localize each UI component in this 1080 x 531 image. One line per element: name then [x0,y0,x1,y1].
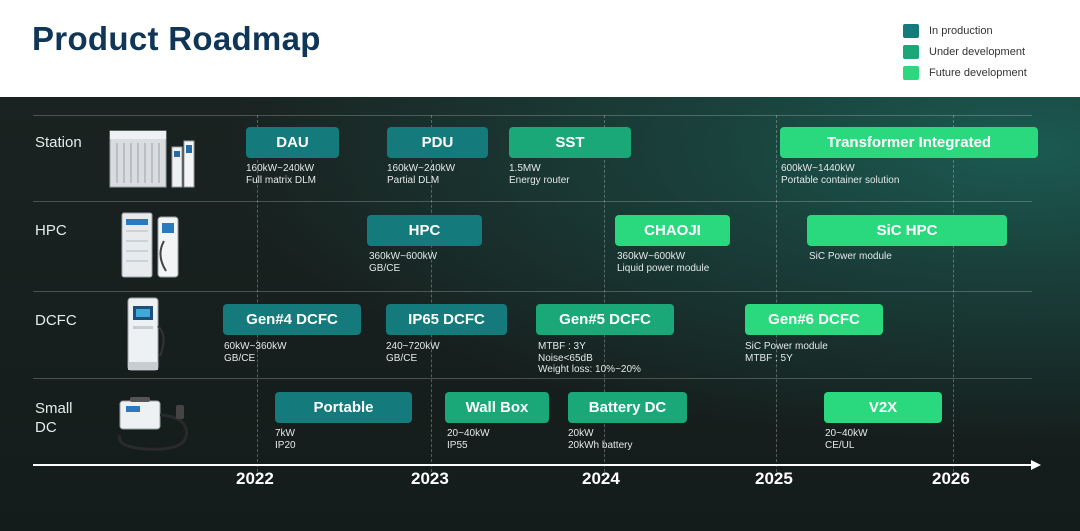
desc-line: 7kW [275,428,295,439]
desc-line: SiC Power module [809,251,892,262]
desc-line: 160kW~240kW [246,163,315,174]
desc-line: 20kWh battery [568,439,633,451]
product-dau: DAU [246,127,339,158]
desc-line: 1.5MW [509,163,541,174]
desc-line: Liquid power module [617,262,710,274]
desc-line: SiC Power module [745,341,828,352]
desc-line: IP55 [447,439,468,451]
row-divider [33,201,1032,202]
station-cabinet-icon [109,130,195,188]
legend: In production Under development Future d… [903,20,1027,83]
desc-line: Weight loss: 10%~20% [538,364,641,375]
product-battery-dc-desc: 20kW 20kWh battery [568,428,632,451]
desc-line: MTBF : 3Y [538,341,586,352]
desc-line: 60kW~360kW [224,341,287,352]
product-sic-hpc-desc: SiC Power module [809,251,892,263]
product-v2x-desc: 20~40kW CE/UL [825,428,868,451]
year-label-2026: 2026 [932,469,970,488]
hpc-charger-icon [121,212,179,278]
year-label-2025: 2025 [755,469,793,488]
desc-line: 360kW~600kW [369,251,438,262]
product-ip65-dcfc: IP65 DCFC [386,304,507,335]
product-hpc-desc: 360kW~600kW GB/CE [369,251,437,274]
product-ip65-desc: 240~720kW GB/CE [386,341,440,364]
product-portable-desc: 7kW IP20 [275,428,296,451]
row-divider [33,291,1032,292]
page-title: Product Roadmap [32,20,321,57]
legend-swatch-development [903,44,919,59]
product-v2x: V2X [824,392,942,423]
row-label-hpc: HPC [35,222,67,239]
year-guide-2022 [257,115,258,477]
product-sst: SST [509,127,631,158]
product-gen4-dcfc: Gen#4 DCFC [223,304,361,335]
row-label-line: Small [35,400,73,417]
row-divider [33,378,1032,379]
product-wall-box-desc: 20~40kW IP55 [447,428,490,451]
row-divider [33,115,1032,116]
product-chaoji-desc: 360kW~600kW Liquid power module [617,251,709,274]
timeline-arrow-icon [1031,460,1041,470]
desc-line: 20kW [568,428,594,439]
desc-line: 20~40kW [447,428,490,439]
product-gen5-desc: MTBF : 3Y Noise<65dB Weight loss: 10%~20… [538,341,641,376]
product-dau-desc: 160kW~240kW Full matrix DLM [246,163,316,186]
row-label-dcfc: DCFC [35,312,77,329]
desc-line: MTBF : 5Y [745,352,793,364]
small-dc-charger-icon [118,397,188,451]
desc-line: 240~720kW [386,341,440,352]
desc-line: Full matrix DLM [246,174,317,186]
year-guide-2025 [776,115,777,477]
desc-line: GB/CE [386,352,418,364]
row-label-station: Station [35,134,82,151]
desc-line: 360kW~600kW [617,251,686,262]
desc-line: 20~40kW [825,428,868,439]
product-pdu: PDU [387,127,488,158]
legend-swatch-production [903,23,919,38]
legend-swatch-future [903,65,919,80]
legend-item-future: Future development [903,62,1027,83]
year-label-2024: 2024 [582,469,620,488]
desc-line: CE/UL [825,439,855,451]
desc-line: GB/CE [369,262,401,274]
product-gen6-dcfc: Gen#6 DCFC [745,304,883,335]
header: Product Roadmap In production Under deve… [0,0,1080,97]
product-gen6-desc: SiC Power module MTBF : 5Y [745,341,828,364]
product-sst-desc: 1.5MW Energy router [509,163,570,186]
legend-label: Future development [929,66,1027,79]
product-sic-hpc: SiC HPC [807,215,1007,246]
year-label-2023: 2023 [411,469,449,488]
year-guide-2023 [431,115,432,477]
product-gen4-desc: 60kW~360kW GB/CE [224,341,287,364]
desc-line: Energy router [509,174,570,186]
desc-line: Portable container solution [781,174,900,186]
product-gen5-dcfc: Gen#5 DCFC [536,304,674,335]
desc-line: IP20 [275,439,296,451]
timeline-axis [33,464,1033,466]
legend-item-development: Under development [903,41,1027,62]
row-label-line: DC [35,419,57,436]
year-guide-2026 [953,115,954,477]
dcfc-charger-icon [127,297,165,371]
product-wall-box: Wall Box [445,392,549,423]
product-transformer-integrated: Transformer Integrated [780,127,1038,158]
product-battery-dc: Battery DC [568,392,687,423]
desc-line: 600kW~1440kW [781,163,855,174]
desc-line: GB/CE [224,352,256,364]
product-portable: Portable [275,392,412,423]
year-guide-2024 [604,115,605,477]
product-pdu-desc: 160kW~240kW Partial DLM [387,163,455,186]
legend-label: Under development [929,45,1026,58]
year-label-2022: 2022 [236,469,274,488]
row-label-small-dc: Small DC [35,399,73,437]
legend-item-production: In production [903,20,1027,41]
legend-label: In production [929,24,993,37]
desc-line: 160kW~240kW [387,163,456,174]
product-transformer-desc: 600kW~1440kW Portable container solution [781,163,899,186]
desc-line: Noise<65dB [538,352,593,364]
product-hpc: HPC [367,215,482,246]
product-chaoji: CHAOJI [615,215,730,246]
desc-line: Partial DLM [387,174,440,186]
